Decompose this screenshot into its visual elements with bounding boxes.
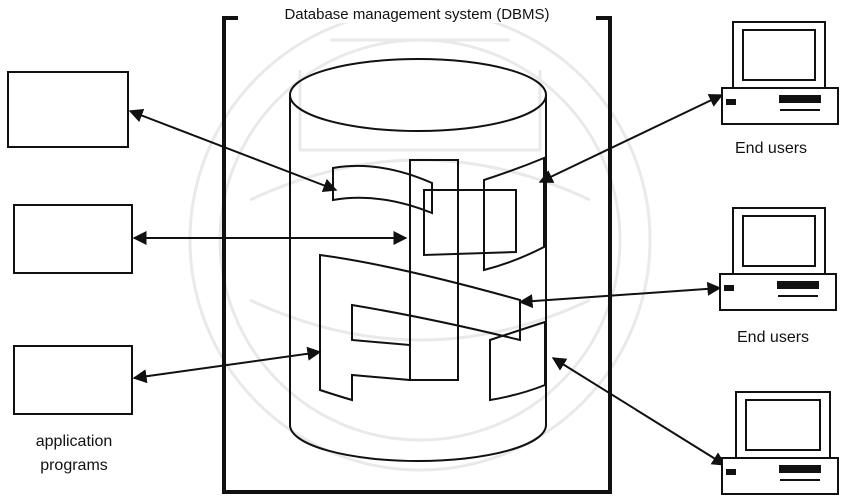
- connector-lines: [128, 94, 727, 466]
- database-cylinder-icon: [289, 58, 547, 462]
- application-program-box-3: [13, 345, 133, 415]
- application-program-box-2: [13, 204, 133, 274]
- data-view-segments: [319, 156, 546, 402]
- watermark-seal: [188, 8, 652, 472]
- application-programs-label-line1: application: [35, 433, 113, 450]
- end-users-label-1: End users: [735, 140, 808, 157]
- computer-icon: [721, 391, 839, 495]
- application-program-box-1: [7, 71, 129, 148]
- computer-icon: [719, 207, 837, 311]
- end-users-label-2: End users: [737, 329, 810, 346]
- computer-icon: [721, 21, 839, 125]
- dbms-title: Database management system (DBMS): [238, 6, 596, 23]
- application-programs-label-line2: programs: [40, 457, 108, 474]
